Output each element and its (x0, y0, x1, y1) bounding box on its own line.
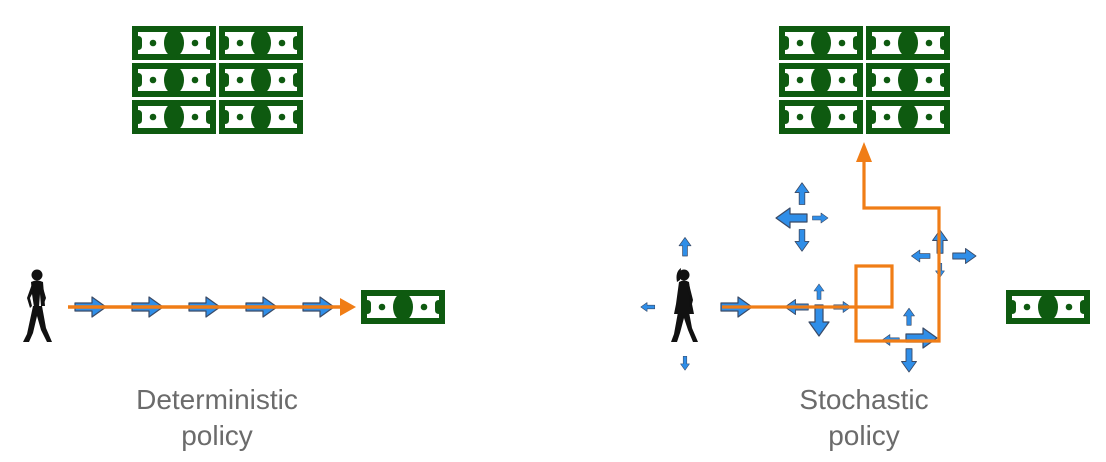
agent-action-arrows (640, 237, 753, 371)
money-stack-left (132, 26, 303, 134)
dollar-bill-icon (779, 63, 863, 97)
left-arrow-icon (640, 302, 656, 312)
up-arrow-icon (794, 182, 810, 205)
deterministic-policy-caption: Deterministic policy (87, 382, 347, 454)
deterministic-path (68, 298, 356, 316)
dollar-bill-icon (361, 290, 445, 324)
down-arrow-icon (901, 348, 917, 373)
down-arrow-icon (808, 304, 830, 337)
dollar-bill-icon (132, 26, 216, 60)
walking-man-icon (23, 269, 52, 342)
stochastic-path (722, 142, 941, 343)
stochastic-policy-caption: Stochastic policy (734, 382, 994, 454)
dollar-bill-icon (132, 100, 216, 134)
caption-line-2: policy (828, 420, 900, 451)
dollar-bill-icon (779, 100, 863, 134)
step-arrows-cluster-2 (775, 182, 829, 252)
step-arrows-cluster-3 (911, 229, 977, 278)
up-arrow-icon (903, 307, 915, 326)
dollar-bill-icon (1006, 290, 1090, 324)
walking-woman-icon (671, 268, 698, 342)
step-arrows-cluster-1 (784, 283, 852, 337)
dollar-bill-icon (866, 63, 950, 97)
caption-line-2: policy (181, 420, 253, 451)
caption-line-1: Stochastic (799, 384, 929, 415)
down-arrow-icon (794, 229, 810, 252)
dollar-bill-icon (866, 100, 950, 134)
right-arrow-icon (952, 248, 977, 264)
dollar-bill-icon (779, 26, 863, 60)
money-stack-right (779, 26, 950, 134)
dollar-bill-icon (219, 26, 303, 60)
dollar-bill-icon (219, 63, 303, 97)
right-arrow-icon (812, 212, 829, 224)
stochastic-panel (640, 26, 1090, 373)
left-arrow-icon (775, 207, 808, 229)
right-arrow-icon (905, 327, 938, 349)
left-arrow-icon (911, 249, 931, 263)
deterministic-panel (23, 26, 445, 342)
up-arrow-icon (813, 283, 825, 300)
caption-line-1: Deterministic (136, 384, 298, 415)
dollar-bill-icon (132, 63, 216, 97)
down-arrow-icon (680, 355, 690, 371)
up-arrow-icon (678, 237, 692, 257)
dollar-bill-icon (866, 26, 950, 60)
dollar-bill-icon (219, 100, 303, 134)
